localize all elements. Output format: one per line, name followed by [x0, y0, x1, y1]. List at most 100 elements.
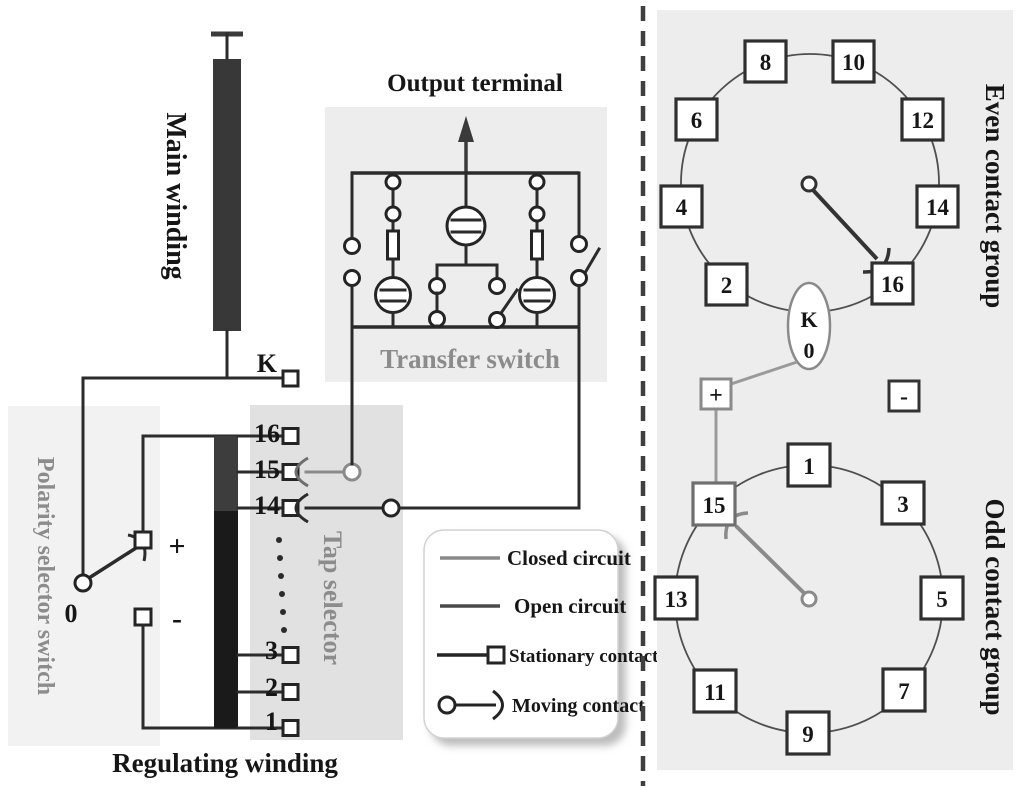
even-contact-group-label: Even contact group: [980, 84, 1010, 309]
output-terminal: Output terminal: [387, 70, 563, 173]
tap-label-14: 14: [254, 491, 280, 520]
tap-14-pivot: [381, 498, 401, 518]
polarity-minus-label: -: [172, 602, 182, 635]
tap-ellipsis-dots: [276, 537, 287, 633]
even-contact-10-label: 10: [842, 50, 865, 75]
open-switch-blade: [496, 287, 520, 319]
tap-contact-3: [281, 646, 300, 664]
transfer-switch-label: Transfer switch: [380, 344, 560, 374]
odd-contact-5-label: 5: [936, 587, 948, 612]
even-contact-8: [743, 39, 788, 84]
tap-label-2: 2: [265, 673, 278, 702]
tap-contact-14: [281, 499, 300, 517]
even-contact-16-label: 16: [881, 272, 904, 297]
tap-15-pivot: [342, 462, 362, 482]
k-terminal: K: [81, 349, 300, 577]
main-winding: Main winding: [160, 31, 243, 380]
even-contact-group: Even contact group K 0 8 10 6 12 4: [659, 39, 1010, 371]
tap-selector-label: Tap selector: [318, 531, 347, 665]
left-circuit-diagram: Main winding K Polarity selector switch …: [8, 31, 659, 778]
even-contact-2-label: 2: [721, 273, 733, 298]
regulating-winding: Regulating winding: [112, 434, 338, 778]
polarity-zero-label: 0: [65, 599, 78, 628]
odd-contact-3: [880, 480, 926, 526]
odd-moving-contact-arm: [734, 524, 806, 595]
even-contact-16: [870, 261, 915, 306]
odd-contact-7-label: 7: [898, 679, 910, 704]
odd-contact-13: [653, 575, 699, 621]
even-contact-2: [704, 262, 749, 307]
even-moving-contact-pivot: [800, 175, 818, 193]
even-contact-10: [831, 39, 876, 84]
minus-terminal-label: -: [900, 384, 908, 410]
odd-contact-11-label: 11: [704, 680, 726, 705]
legend-moving-contact: Moving contact: [512, 695, 645, 717]
tap-14-moving-contact: [294, 492, 581, 524]
k0-selector-zero: 0: [804, 338, 815, 363]
odd-contact-15: [691, 481, 737, 527]
plus-terminal: [699, 377, 733, 411]
contact-group-panel: Even contact group K 0 8 10 6 12 4: [653, 10, 1013, 770]
polarity-plus-label: +: [168, 530, 185, 563]
k-stationary-contact: [281, 369, 300, 388]
k-terminal-label: K: [257, 349, 278, 378]
odd-contact-5: [919, 575, 965, 621]
odd-moving-contact-pivot: [800, 590, 818, 608]
tap-contact-16: [281, 427, 300, 445]
odd-contact-9-label: 9: [802, 722, 814, 747]
odd-contact-9: [785, 710, 831, 756]
regulating-winding-upper: [214, 436, 238, 511]
minus-terminal: [887, 379, 921, 413]
odd-contact-13-label: 13: [665, 587, 688, 612]
odd-contact-1: [786, 442, 832, 488]
regulating-frame-top: [141, 434, 240, 534]
regulating-winding-label: Regulating winding: [112, 748, 338, 778]
transfer-switch: Transfer switch Output terminal: [343, 70, 602, 510]
resistor-icon: [386, 229, 400, 261]
polarity-moving-arm: [88, 546, 137, 580]
tap-label-1: 1: [265, 707, 278, 736]
output-arrow-icon: [458, 116, 474, 142]
even-contact-6: [674, 97, 719, 142]
even-contact-14: [915, 184, 960, 229]
tap-contact-15: [281, 463, 300, 481]
odd-contact-7: [881, 667, 927, 713]
odd-contact-group: Odd contact group 1 3 5 7 9 11 13: [653, 442, 1010, 756]
odd-contact-11: [692, 668, 738, 714]
even-contact-4: [659, 184, 704, 229]
k0-selector-oval: [786, 281, 832, 371]
even-contact-4-label: 4: [676, 195, 688, 220]
polarity-selector-label: Polarity selector switch: [32, 457, 58, 695]
odd-contact-group-label: Odd contact group: [980, 498, 1010, 715]
regulating-frame-bottom: [141, 623, 240, 730]
tap-selector-box: [250, 405, 403, 740]
resistor-branch-left: [374, 171, 412, 329]
center-branch: [428, 171, 520, 329]
moving-contact-icon: [437, 689, 504, 721]
interrupter-icon: [445, 205, 487, 247]
k0-to-plus-wire: [727, 360, 798, 387]
legend-box: [423, 529, 619, 739]
odd-contact-3-label: 3: [897, 492, 909, 517]
legend-stationary-contact: Stationary contact: [509, 646, 659, 667]
even-contact-squares: 8 10 6 12 4 14 2 16: [659, 39, 960, 307]
odd-contact-15-label: 15: [703, 493, 726, 518]
polarity-selector-switch: Polarity selector switch 0 + -: [32, 457, 186, 695]
regulating-winding-lower: [214, 511, 238, 728]
interrupter-icon: [518, 276, 556, 314]
k0-selector-k: K: [800, 307, 817, 332]
resistor-icon: [530, 229, 544, 261]
interrupter-icon: [374, 276, 412, 314]
main-winding-label: Main winding: [160, 112, 191, 279]
tap-label-16: 16: [254, 419, 280, 448]
even-contact-12: [900, 97, 945, 142]
even-contact-14-label: 14: [926, 195, 950, 220]
polarity-minus-contact: [133, 607, 153, 627]
odd-contact-1-label: 1: [803, 454, 815, 479]
left-rail: [343, 171, 361, 466]
tap-label-3: 3: [265, 636, 278, 665]
polarity-plus-contact: [133, 530, 153, 550]
tap-contact-2: [281, 683, 300, 701]
